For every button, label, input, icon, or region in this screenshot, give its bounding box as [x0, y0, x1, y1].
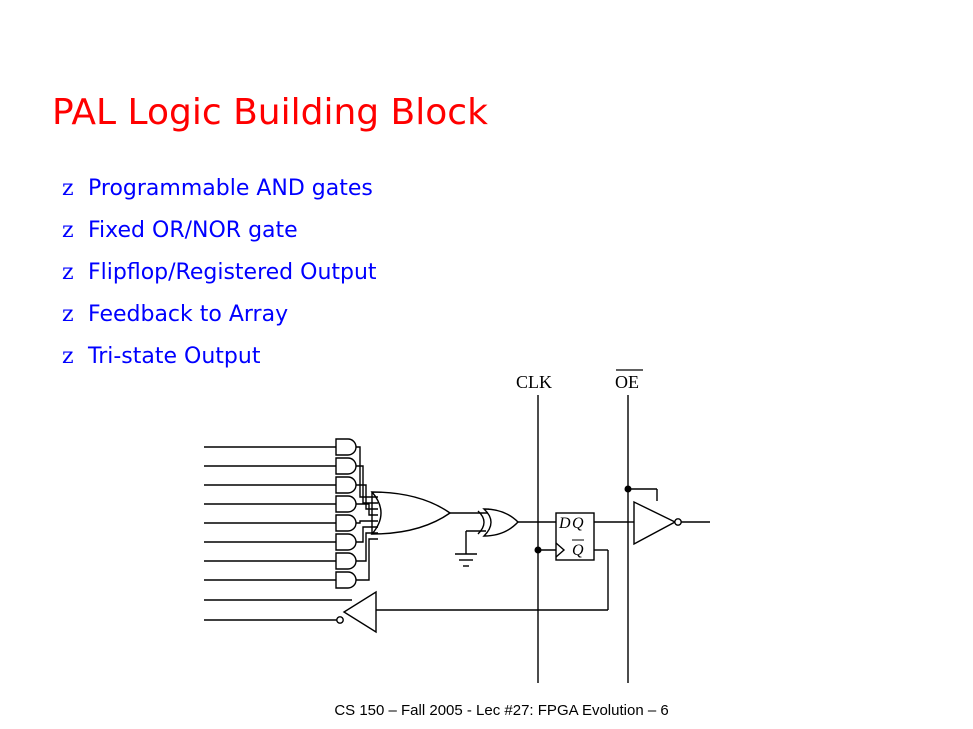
junction-dot: [624, 485, 632, 493]
tristate-buffer: [628, 500, 710, 546]
and-to-or-wire: [356, 520, 378, 524]
xor-gate: [450, 508, 556, 554]
ground-icon: [455, 553, 477, 567]
slide-footer: CS 150 – Fall 2005 - Lec #27: FPGA Evolu…: [334, 702, 669, 719]
bullet-text: Feedback to Array: [88, 302, 289, 327]
and-gate: [335, 514, 357, 532]
bullet-item: z Fixed OR/NOR gate: [62, 214, 377, 256]
and-gate: [335, 438, 357, 456]
bullet-item: z Programmable AND gates: [62, 172, 377, 214]
and-gate: [335, 571, 357, 589]
and-gate: [335, 457, 357, 475]
bullet-item: z Flipflop/Registered Output: [62, 256, 377, 298]
and-to-or-wire: [356, 532, 378, 562]
slide-title: PAL Logic Building Block: [52, 92, 488, 133]
clock-and-oe-lines: [537, 395, 658, 683]
and-to-or-wire: [356, 503, 378, 516]
and-gate: [335, 533, 357, 551]
bullet-icon: z: [62, 218, 74, 243]
and-gate: [335, 495, 357, 513]
and-to-or-wire: [356, 538, 378, 581]
bullet-text: Tri-state Output: [88, 344, 261, 369]
and-gate: [335, 552, 357, 570]
d-flipflop: [555, 512, 628, 610]
bullet-item: z Tri-state Output: [62, 340, 377, 382]
feedback-inverter: [204, 590, 608, 634]
oe-label: OE: [615, 372, 639, 392]
bullet-text: Programmable AND gates: [88, 176, 373, 201]
bullet-item: z Feedback to Array: [62, 298, 377, 340]
ff-d-label: D: [558, 515, 571, 532]
or-gate: [370, 491, 452, 535]
bullet-icon: z: [62, 344, 74, 369]
and-to-or-wire: [356, 526, 378, 543]
and-to-or-wire: [356, 446, 378, 498]
ff-qbar-label: Q: [572, 542, 584, 559]
and-array: [204, 438, 378, 589]
bullet-icon: z: [62, 176, 74, 201]
clk-label: CLK: [516, 372, 552, 392]
bullet-text: Flipflop/Registered Output: [88, 260, 377, 285]
ff-q-label: Q: [572, 515, 584, 532]
bullet-text: Fixed OR/NOR gate: [88, 218, 298, 243]
junction-dot: [534, 546, 542, 554]
bullet-icon: z: [62, 260, 74, 285]
bullet-icon: z: [62, 302, 74, 327]
and-gate: [335, 476, 357, 494]
